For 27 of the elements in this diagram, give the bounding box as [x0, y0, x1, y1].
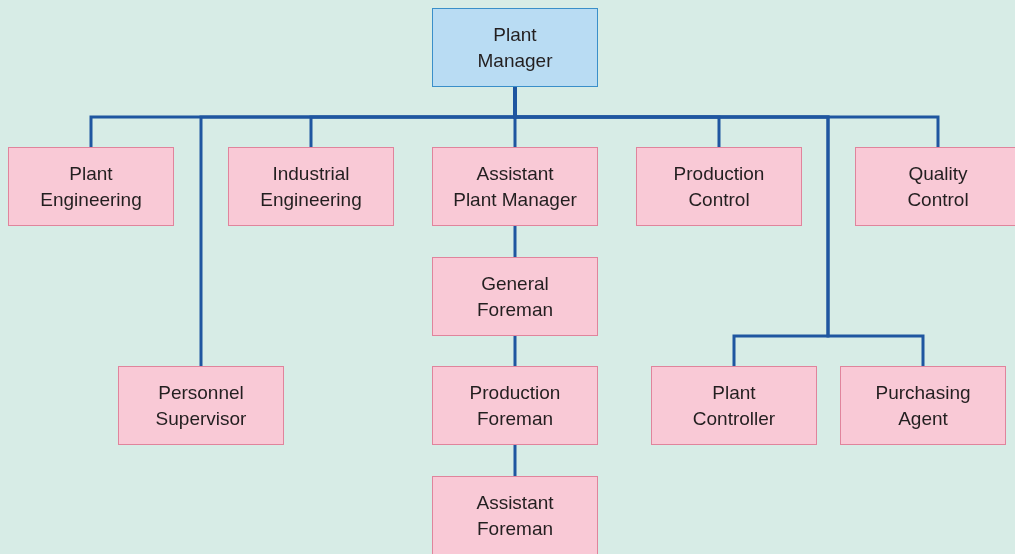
position-title: Plant Controller	[691, 380, 777, 431]
position-title: Plant Engineering	[39, 161, 143, 212]
position-box	[228, 147, 394, 226]
position-box	[432, 147, 598, 226]
position-title: Quality Control	[906, 161, 970, 212]
position-title: General Foreman	[476, 271, 554, 322]
position-box	[636, 147, 802, 226]
position-title: Personnel Supervisor	[154, 380, 248, 431]
connector-line	[513, 336, 517, 366]
position-title: Assistant Plant Manager	[453, 161, 577, 212]
position-title: Assistant Foreman	[475, 490, 555, 541]
manager-box	[432, 8, 598, 87]
position-title: Industrial Engineering	[259, 161, 363, 212]
position-box	[432, 257, 598, 336]
position-title: Production Control	[672, 161, 766, 212]
position-box	[855, 147, 1015, 226]
position-box	[432, 366, 598, 445]
position-box	[118, 366, 284, 445]
position-title: Purchasing Agent	[874, 380, 972, 431]
position-title: Plant Manager	[476, 22, 554, 73]
position-title: Production Foreman	[468, 380, 562, 431]
position-box	[651, 366, 817, 445]
position-box	[432, 476, 598, 554]
position-box	[840, 366, 1006, 445]
position-box	[8, 147, 174, 226]
connector-line	[513, 445, 517, 476]
connector-line	[513, 226, 517, 257]
